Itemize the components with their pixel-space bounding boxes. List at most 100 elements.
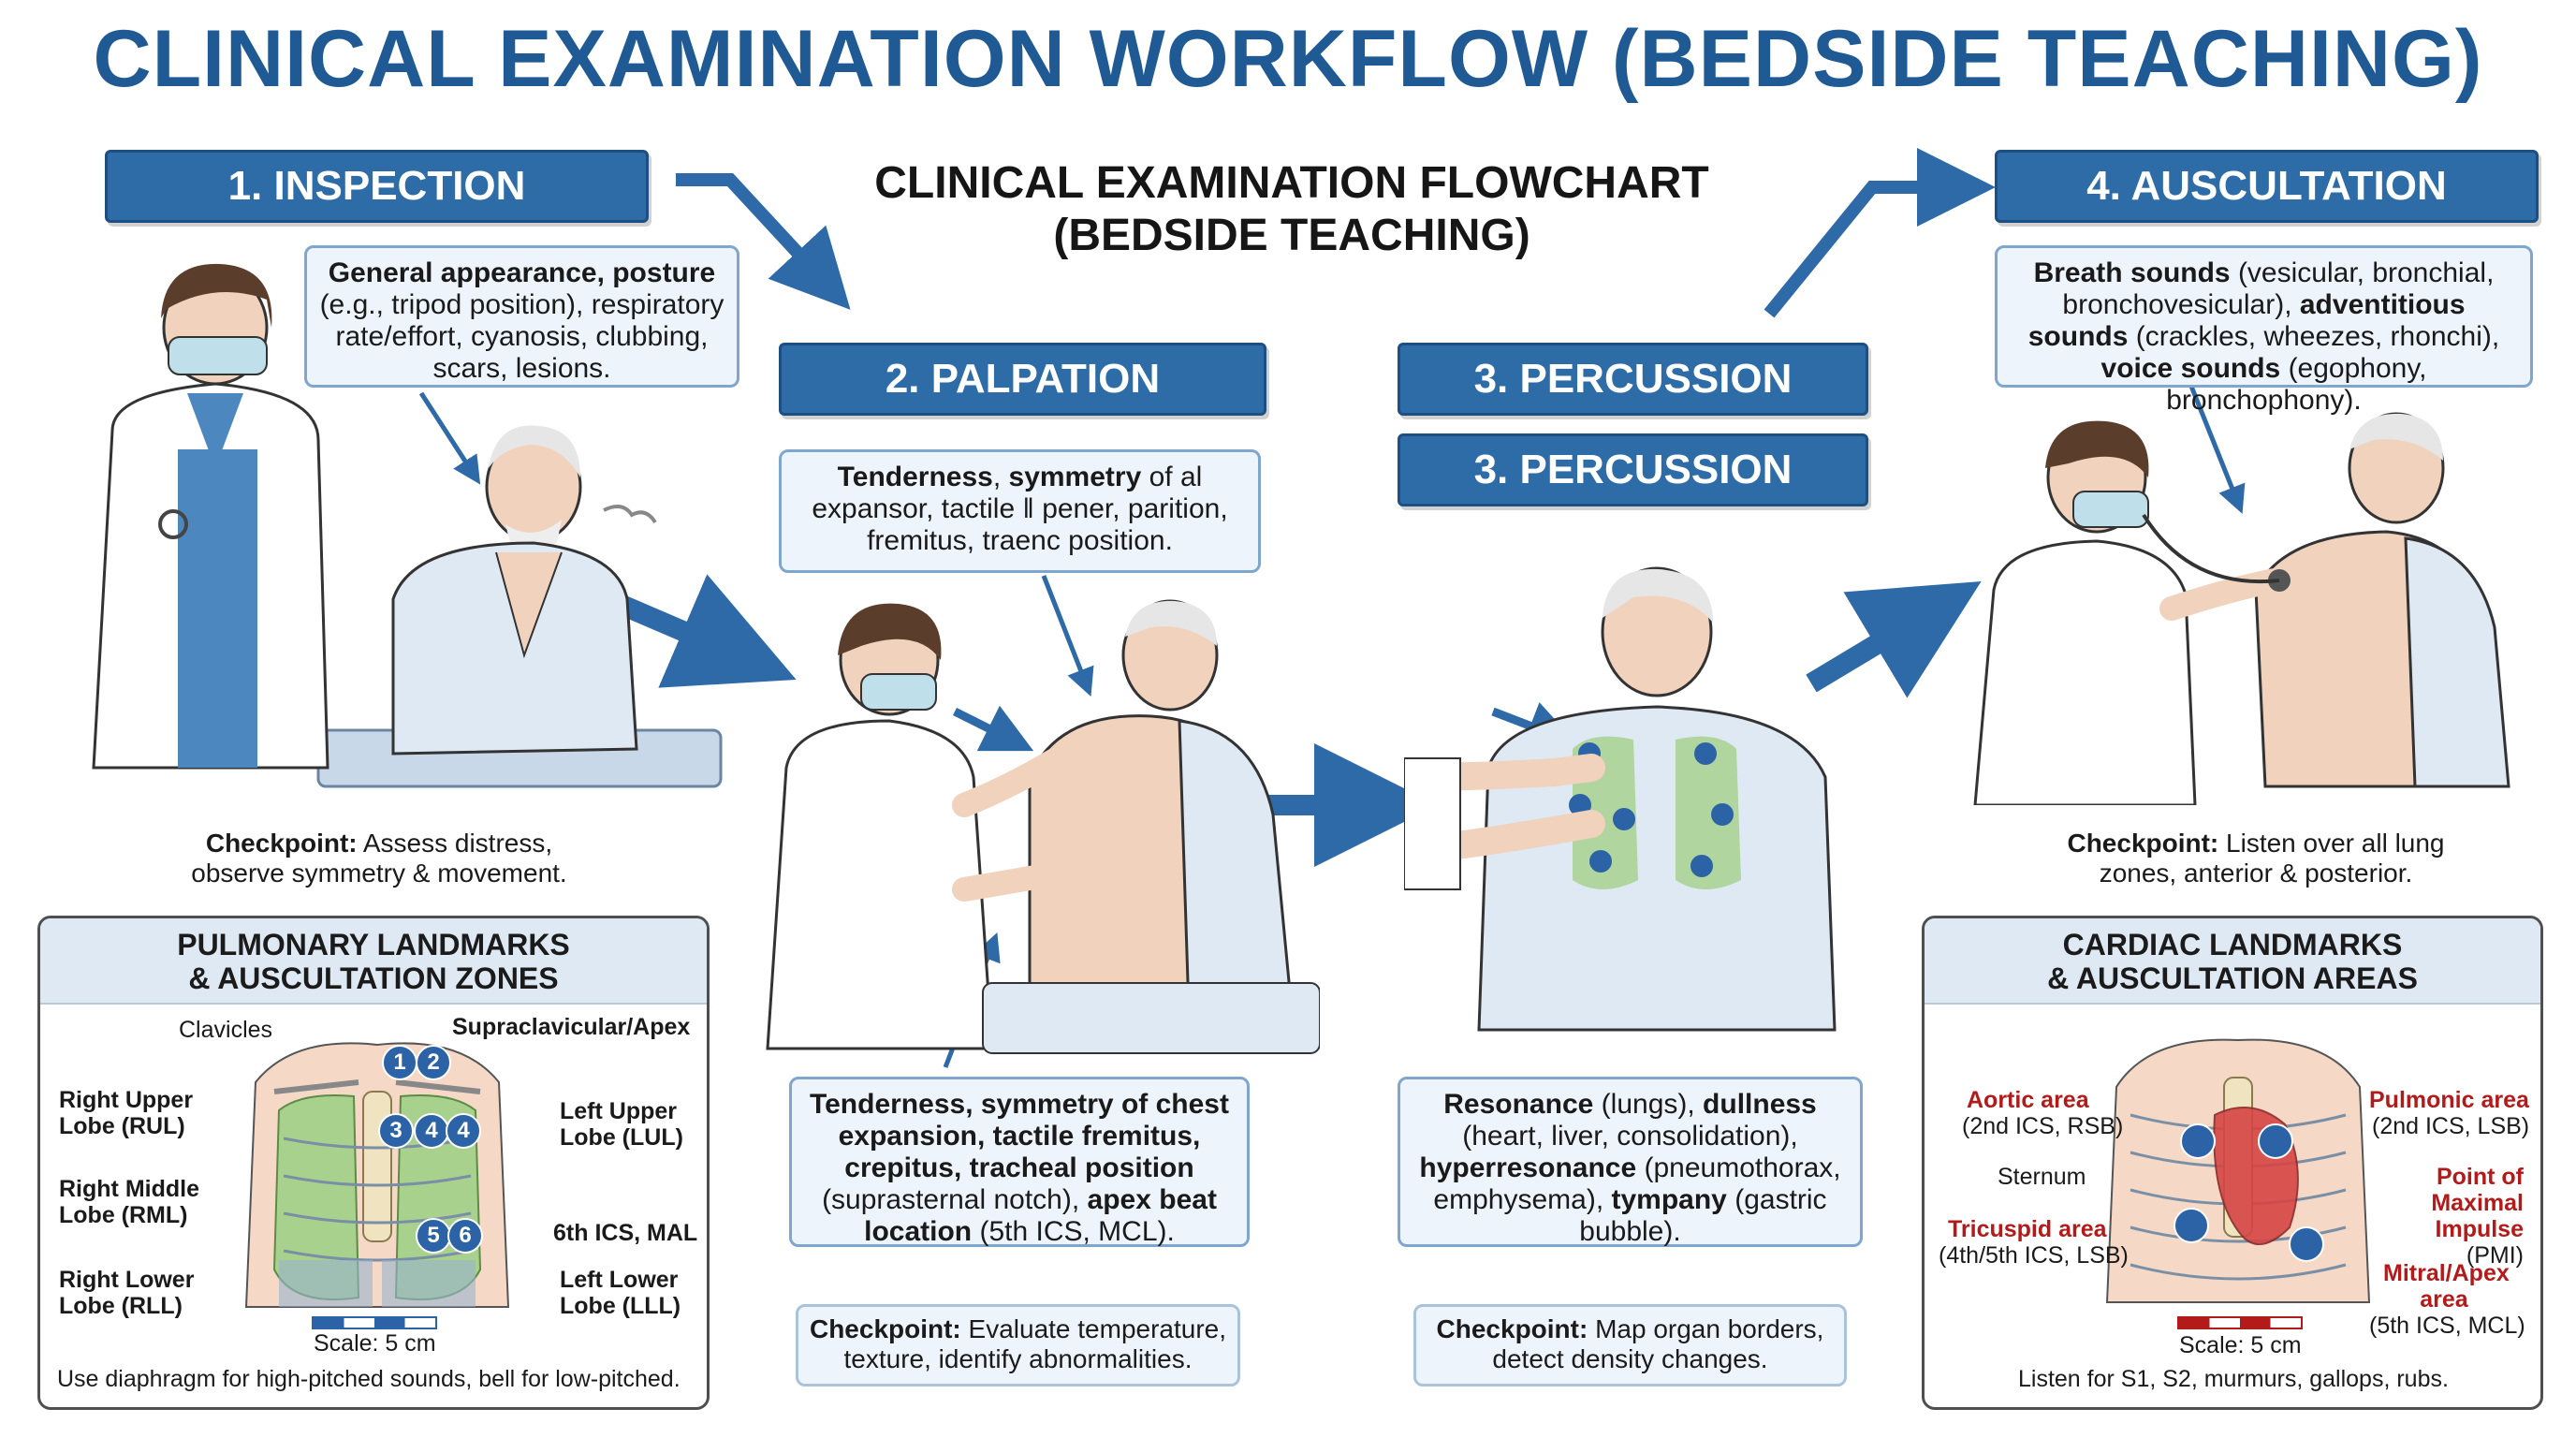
cardiac-panel-title: CARDIAC LANDMARKS & AUSCULTATION AREAS	[1925, 918, 2540, 1005]
palpation-bottom-note: Tenderness, symmetry of chest expansion,…	[789, 1077, 1250, 1247]
cardiac-title-line2: & AUSCULTATION AREAS	[2047, 961, 2418, 995]
checkpoint-palpation: Checkpoint: Evaluate temperature, textur…	[796, 1304, 1240, 1387]
zone-3: 3	[378, 1113, 414, 1149]
mitral-line1: Mitral/Apex	[2383, 1260, 2510, 1286]
percussion-b4: tympany	[1611, 1184, 1727, 1215]
step-percussion-b: 3. PERCUSSION	[1398, 433, 1868, 506]
label-aortic: Aortic area	[1967, 1087, 2089, 1113]
palpation-top-note: Tenderness, symmetry of al expansor, tac…	[779, 449, 1261, 573]
label-clavicles: Clavicles	[179, 1017, 273, 1043]
step-percussion-a: 3. PERCUSSION	[1398, 343, 1868, 416]
checkpoint-palpation-text: Evaluate temperature, texture, identify …	[843, 1314, 1227, 1373]
cardiac-scale-label: Scale: 5 cm	[2179, 1332, 2302, 1358]
flowchart-subtitle: CLINICAL EXAMINATION FLOWCHART (BEDSIDE …	[824, 157, 1760, 262]
label-tricuspid: Tricuspid area	[1948, 1216, 2107, 1242]
checkpoint-percussion-text: Map organ borders, detect density change…	[1492, 1314, 1824, 1373]
percussion-t2: (heart, liver, consolidation),	[1462, 1121, 1798, 1152]
zone-2: 2	[416, 1045, 451, 1080]
pulmonary-title-line1: PULMONARY LANDMARKS	[177, 928, 570, 961]
palpation-top-bold1: Tenderness	[837, 462, 993, 492]
label-aortic-loc: (2nd ICS, RSB)	[1962, 1113, 2124, 1139]
pointer-palpation-hand	[952, 705, 1034, 752]
zone-1: 1	[382, 1045, 417, 1080]
label-sternum: Sternum	[1998, 1164, 2086, 1190]
checkpoint-percussion-label: Checkpoint:	[1436, 1314, 1588, 1343]
step-palpation: 2. PALPATION	[779, 343, 1266, 416]
cardiac-landmarks-panel: CARDIAC LANDMARKS & AUSCULTATION AREAS A…	[1922, 916, 2543, 1410]
pmi-abbr: (PMI)	[2466, 1242, 2524, 1269]
auscultation-t1: (vesicular, bronchial, bronchovesicular)…	[2062, 257, 2495, 320]
pointer-auscultation	[2188, 383, 2246, 514]
auscultation-t3: (egophony, bronchophony).	[2166, 353, 2427, 416]
auscultation-note: Breath sounds (vesicular, bronchial, bro…	[1995, 245, 2533, 416]
percussion-note: Resonance (lungs), dullness (heart, live…	[1398, 1077, 1863, 1247]
label-supraclavicular: Supraclavicular/Apex	[452, 1014, 691, 1040]
percussion-b2: dullness	[1703, 1089, 1817, 1120]
percussion-illustration	[1404, 566, 1837, 1032]
pmi-line3: Impulse	[2435, 1216, 2524, 1242]
auscultation-b1: Breath sounds	[2033, 257, 2231, 288]
zone-5: 5	[416, 1218, 451, 1254]
percussion-b3: hyperresonance	[1419, 1152, 1637, 1183]
pmi-line1: Point of	[2436, 1164, 2524, 1190]
palpation-bottom-text1: (suprasternal notch),	[822, 1184, 1088, 1215]
checkpoint-auscultation: Checkpoint: Listen over all lung zones, …	[2031, 829, 2481, 888]
inspection-illustration	[56, 263, 749, 824]
label-pulmonic-loc: (2nd ICS, LSB)	[2372, 1113, 2530, 1139]
checkpoint-percussion: Checkpoint: Map organ borders, detect de…	[1413, 1304, 1847, 1387]
subtitle-line2: (BEDSIDE TEACHING)	[1053, 211, 1530, 260]
arrow-inspection-to-palpation	[676, 173, 851, 310]
percussion-t4: (gastric bubble).	[1579, 1184, 1827, 1247]
arrow-patient-to-palpation	[604, 574, 797, 688]
checkpoint-inspection: Checkpoint: Assess distress, observe sym…	[159, 829, 599, 888]
pulmonary-landmarks-panel: PULMONARY LANDMARKS & AUSCULTATION ZONES…	[37, 916, 710, 1410]
pulmonary-scale-bar	[312, 1316, 437, 1329]
label-rul: Right Upper Lobe (RUL)	[59, 1087, 194, 1139]
pulmonary-footer: Use diaphragm for high-pitched sounds, b…	[57, 1366, 681, 1392]
main-title: CLINICAL EXAMINATION WORKFLOW (BEDSIDE T…	[93, 14, 2483, 104]
zone-6: 6	[447, 1218, 483, 1254]
label-mitral: Mitral/Apex area	[2383, 1260, 2510, 1313]
pmi-line3-row: Impulse (PMI)	[2402, 1216, 2524, 1269]
label-6th-ics: 6th ICS, MAL	[553, 1220, 698, 1246]
percussion-b1: Resonance	[1443, 1089, 1594, 1120]
pulmonary-panel-title: PULMONARY LANDMARKS & AUSCULTATION ZONES	[40, 918, 707, 1005]
checkpoint-palpation-label: Checkpoint:	[809, 1314, 961, 1343]
checkpoint-inspection-label: Checkpoint:	[205, 829, 358, 858]
palpation-bottom-text2: (5th ICS, MCL).	[972, 1216, 1175, 1247]
pulmonary-title-line2: & AUSCULTATION ZONES	[188, 961, 559, 995]
label-tricuspid-loc: (4th/5th ICS, LSB)	[1939, 1242, 2129, 1269]
label-lll: Left Lower Lobe (LLL)	[560, 1267, 681, 1319]
label-mitral-loc: (5th ICS, MCL)	[2369, 1313, 2525, 1339]
checkpoint-auscultation-label: Checkpoint:	[2067, 829, 2219, 858]
checkpoint-inspection-text: Assess distress, observe symmetry & move…	[191, 829, 567, 888]
palpation-illustration	[766, 599, 1320, 1054]
zone-4a: 4	[414, 1113, 449, 1149]
cardiac-footer: Listen for S1, S2, murmurs, gallops, rub…	[2018, 1366, 2449, 1392]
arrow-to-auscultation-header	[1764, 148, 1996, 318]
step-auscultation: 4. AUSCULTATION	[1995, 150, 2539, 223]
mitral-line2: area	[2420, 1286, 2468, 1313]
auscultation-t2: (crackles, wheezes, rhonchi),	[2128, 321, 2500, 352]
percussion-t1: (lungs),	[1593, 1089, 1704, 1120]
pulmonary-torso-diagram	[244, 1042, 510, 1308]
palpation-bottom-bold1: Tenderness, symmetry of chest expansion,…	[810, 1089, 1229, 1183]
palpation-bottom-bold2: apex beat location	[864, 1184, 1217, 1247]
label-pulmonic: Pulmonic area	[2369, 1087, 2529, 1113]
pmi-line2: Maximal	[2431, 1190, 2524, 1216]
inspection-note: General appearance, posture (e.g., tripo…	[304, 245, 739, 388]
auscultation-b3: voice sounds	[2100, 353, 2281, 384]
pulmonary-scale-label: Scale: 5 cm	[314, 1330, 436, 1357]
auscultation-illustration	[1973, 412, 2510, 805]
label-rll: Right Lower Lobe (RLL)	[59, 1267, 195, 1319]
cardiac-title-line1: CARDIAC LANDMARKS	[2062, 928, 2403, 961]
zone-4b: 4	[446, 1113, 481, 1149]
palpation-top-text: of al expansor, tactile ‖ pener, paritio…	[812, 462, 1228, 556]
label-rml: Right Middle Lobe (RML)	[59, 1176, 199, 1228]
step-inspection: 1. INSPECTION	[105, 150, 649, 223]
percussion-t3: (pneumothorax, emphysema),	[1433, 1152, 1841, 1215]
pointer-palpation	[1041, 575, 1094, 697]
inspection-note-bold: General appearance, posture	[328, 257, 716, 288]
pointer-inspection	[418, 391, 481, 485]
palpation-top-bold2: symmetry	[1008, 462, 1142, 492]
